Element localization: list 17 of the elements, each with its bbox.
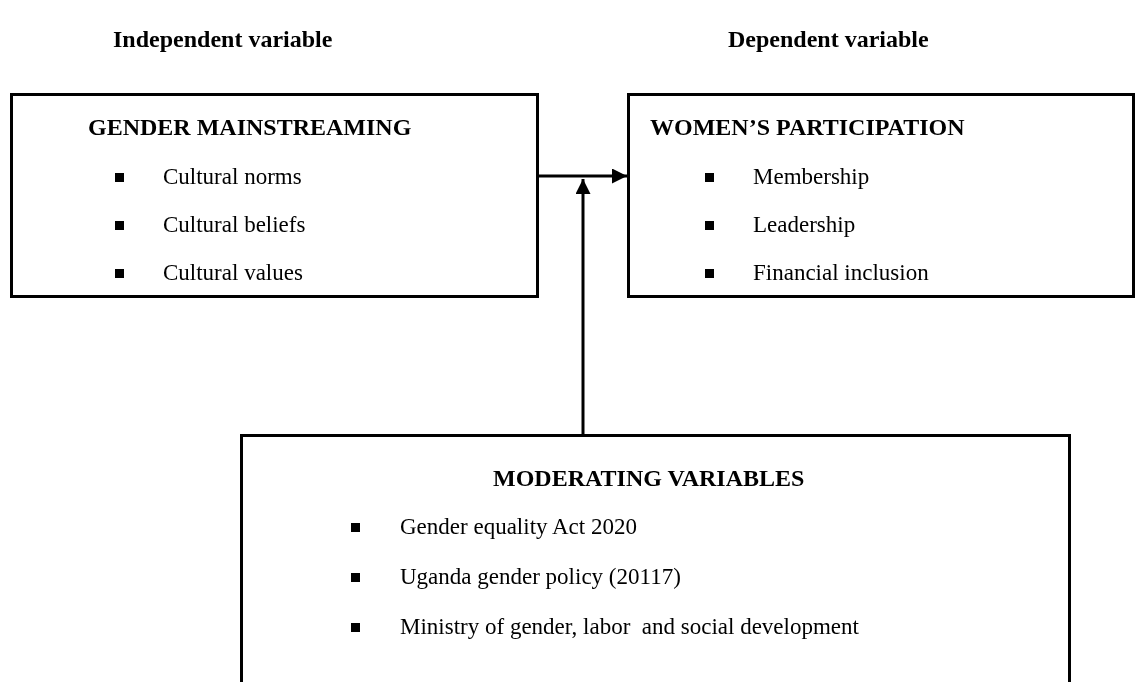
- box-heading: GENDER MAINSTREAMING: [88, 114, 412, 141]
- list-item: Financial inclusion: [753, 260, 929, 286]
- list-item: Cultural values: [163, 260, 303, 286]
- list-item: Leadership: [753, 212, 856, 238]
- list-item: Gender equality Act 2020: [400, 514, 637, 540]
- list-item: Membership: [753, 164, 870, 190]
- list-item: Uganda gender policy (20117): [400, 564, 681, 590]
- box-heading: MODERATING VARIABLES: [493, 465, 805, 492]
- variable-caption: Dependent variable: [728, 26, 929, 53]
- variable-box: [240, 434, 1071, 682]
- arrow: [575, 179, 591, 434]
- list-item: Cultural norms: [163, 164, 302, 190]
- box-heading: WOMEN’S PARTICIPATION: [650, 114, 965, 141]
- list-item: Cultural beliefs: [163, 212, 306, 238]
- list-item: Ministry of gender, labor and social development: [400, 614, 859, 640]
- arrow: [539, 168, 627, 184]
- variable-caption: Independent variable: [113, 26, 333, 53]
